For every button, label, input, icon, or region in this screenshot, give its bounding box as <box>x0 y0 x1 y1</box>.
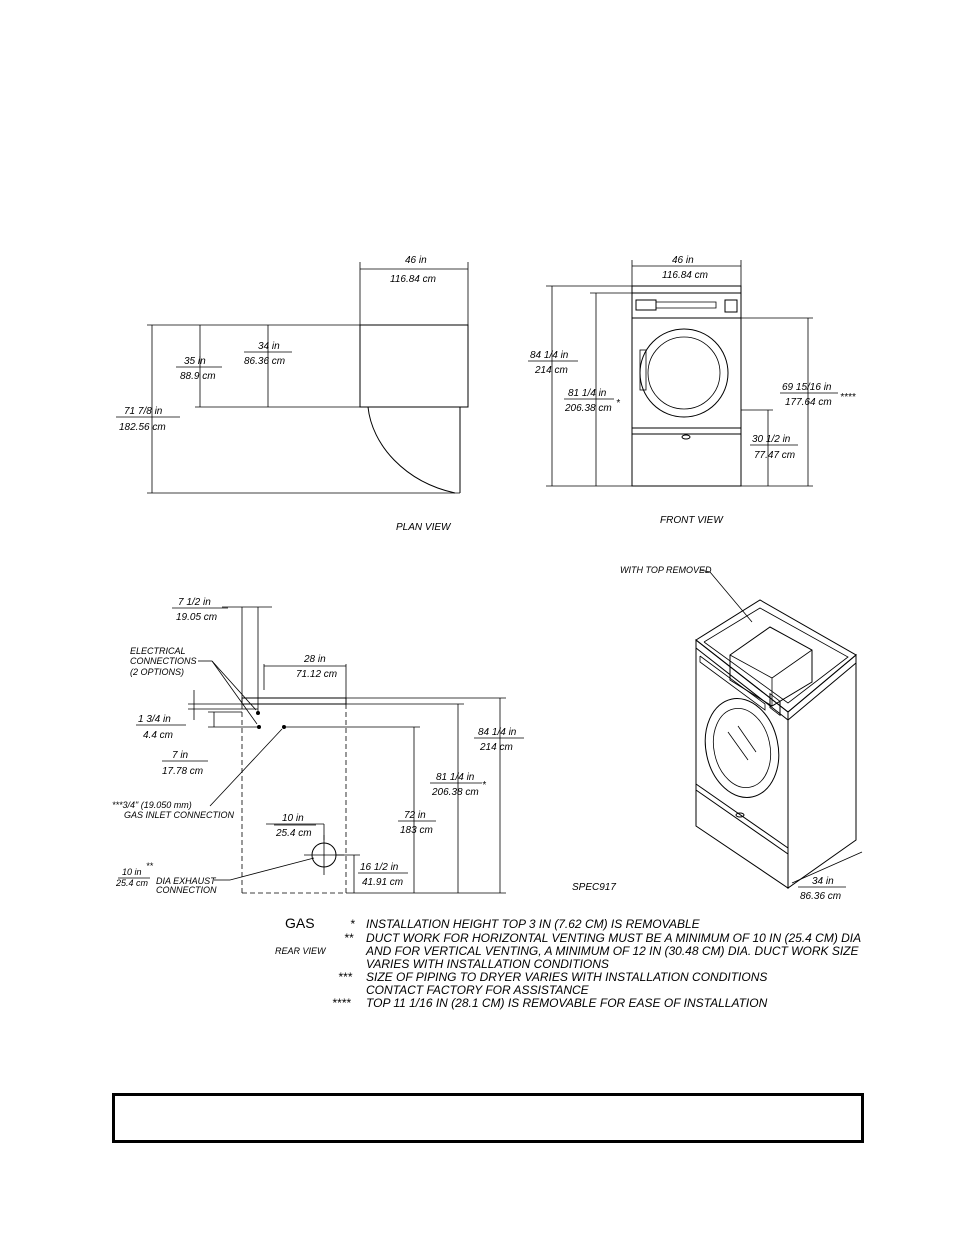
note-3a: SIZE OF PIPING TO DRYER VARIES WITH INST… <box>366 970 767 984</box>
plan-width-in: 46 in <box>405 255 427 266</box>
gas-heading: GAS <box>285 915 315 931</box>
rear-elec-label-1: ELECTRICAL <box>130 646 186 656</box>
front-30-cm: 77.47 cm <box>754 450 795 461</box>
front-view-caption: FRONT VIEW <box>660 515 724 526</box>
iso-34-cm: 86.36 cm <box>800 891 841 902</box>
front-control-panel <box>635 299 657 311</box>
plan-depth-in: 34 in <box>258 341 280 352</box>
front-69-in: 69 15/16 in <box>782 382 832 393</box>
rear-84-in: 84 1/4 in <box>478 727 517 738</box>
rear-exhaust-in: 10 in <box>122 867 142 877</box>
front-width-cm: 116.84 cm <box>662 270 708 281</box>
plan-view: 46 in 116.84 cm 34 in 86.36 cm 35 in 88.… <box>116 255 469 533</box>
note-2a: DUCT WORK FOR HORIZONTAL VENTING MUST BE… <box>366 931 861 945</box>
rear-gas-label-1: ***3/4" (19.050 mm) <box>112 800 192 810</box>
rear-electrical-connection <box>256 711 260 715</box>
plan-total-cm: 182.56 cm <box>119 422 166 433</box>
iso-side-face <box>787 653 857 889</box>
rear-10-in: 10 in <box>282 813 304 824</box>
front-lint-drawer-handle <box>681 434 691 440</box>
svg-text:****: **** <box>840 392 857 403</box>
front-door <box>639 328 729 418</box>
svg-text:**: ** <box>344 931 354 945</box>
rear-84-cm: 214 cm <box>479 742 513 753</box>
isometric-view: WITH TOP REMOVED SPEC917 34 in 86.36 cm <box>572 565 863 902</box>
iso-display <box>769 692 781 717</box>
rear-1-75-in: 1 3/4 in <box>138 714 171 725</box>
rear-81-cm: 206.38 cm <box>431 787 479 798</box>
iso-door <box>704 698 780 798</box>
note-4: TOP 11 1/16 IN (28.1 CM) IS REMOVABLE FO… <box>366 996 768 1010</box>
note-3b: CONTACT FACTORY FOR ASSISTANCE <box>366 983 590 997</box>
iso-lint-drawer-handle <box>735 812 745 818</box>
plan-door-swing <box>367 406 456 494</box>
iso-spec-label: SPEC917 <box>572 882 616 893</box>
svg-text:***: *** <box>338 970 352 984</box>
svg-text:*: * <box>616 398 621 409</box>
rear-elec-label-3: (2 OPTIONS) <box>130 667 184 677</box>
front-81-in: 81 1/4 in <box>568 388 607 399</box>
notice-box <box>112 1093 864 1143</box>
front-81-cm: 206.38 cm <box>564 403 612 414</box>
note-1: INSTALLATION HEIGHT TOP 3 IN (7.62 CM) I… <box>366 917 701 931</box>
rear-10-cm: 25.4 cm <box>275 828 312 839</box>
rear-gas-inlet <box>282 725 286 729</box>
rear-view-caption: REAR VIEW <box>275 946 327 956</box>
rear-electrical-connection <box>257 725 261 729</box>
rear-16-in: 16 1/2 in <box>360 862 399 873</box>
rear-exhaust-cm: 25.4 cm <box>115 878 149 888</box>
rear-81-in: 81 1/4 in <box>436 772 475 783</box>
front-69-cm: 177.64 cm <box>785 397 832 408</box>
rear-7-5-cm: 19.05 cm <box>176 612 217 623</box>
front-width-in: 46 in <box>672 255 694 266</box>
front-84-cm: 214 cm <box>534 365 568 376</box>
svg-text:*: * <box>350 917 355 931</box>
rear-7-cm: 17.78 cm <box>162 766 203 777</box>
plan-view-caption: PLAN VIEW <box>396 522 452 533</box>
svg-text:**: ** <box>146 861 154 871</box>
svg-text:****: **** <box>332 996 351 1010</box>
rear-exhaust-label-2: CONNECTION <box>156 885 217 895</box>
installation-notes: GAS * INSTALLATION HEIGHT TOP 3 IN (7.62… <box>285 915 861 1010</box>
rear-72-in: 72 in <box>404 810 426 821</box>
rear-7-5-in: 7 1/2 in <box>178 597 211 608</box>
plan-cabinet <box>359 324 469 408</box>
rear-elec-label-2: CONNECTIONS <box>130 656 197 666</box>
rear-1-75-cm: 4.4 cm <box>143 730 173 741</box>
iso-front-face <box>695 638 789 889</box>
plan-width-cm: 116.84 cm <box>390 274 436 285</box>
rear-28-cm: 71.12 cm <box>296 669 337 680</box>
note-2b: AND FOR VERTICAL VENTING, A MINIMUM OF 1… <box>365 944 860 958</box>
plan-total-in: 71 7/8 in <box>124 406 163 417</box>
front-view: 46 in 116.84 cm 84 1/4 in 214 cm 81 1/4 … <box>528 255 857 526</box>
front-door-glass <box>647 336 721 410</box>
plan-35-cm: 88.9 cm <box>180 371 216 382</box>
rear-exhaust-label-1: DIA EXHAUST <box>156 876 217 886</box>
rear-28-in: 28 in <box>303 654 326 665</box>
rear-view: 7 1/2 in 19.05 cm ELECTRICAL CONNECTIONS… <box>112 597 524 956</box>
front-display <box>724 299 738 313</box>
iso-top-removed-label: WITH TOP REMOVED <box>620 565 712 575</box>
front-cabinet <box>631 285 742 487</box>
note-2c: VARIES WITH INSTALLATION CONDITIONS <box>366 957 609 971</box>
plan-depth-cm: 86.36 cm <box>244 356 285 367</box>
svg-text:*: * <box>482 780 487 791</box>
rear-gas-label-2: GAS INLET CONNECTION <box>124 810 235 820</box>
rear-72-cm: 183 cm <box>400 825 433 836</box>
rear-top-panel <box>241 697 347 705</box>
plan-35-in: 35 in <box>184 356 206 367</box>
rear-7-in: 7 in <box>172 750 189 761</box>
rear-16-cm: 41.91 cm <box>362 877 403 888</box>
iso-internal-module <box>729 626 813 707</box>
front-84-in: 84 1/4 in <box>530 350 569 361</box>
iso-34-in: 34 in <box>812 876 834 887</box>
front-30-in: 30 1/2 in <box>752 434 791 445</box>
